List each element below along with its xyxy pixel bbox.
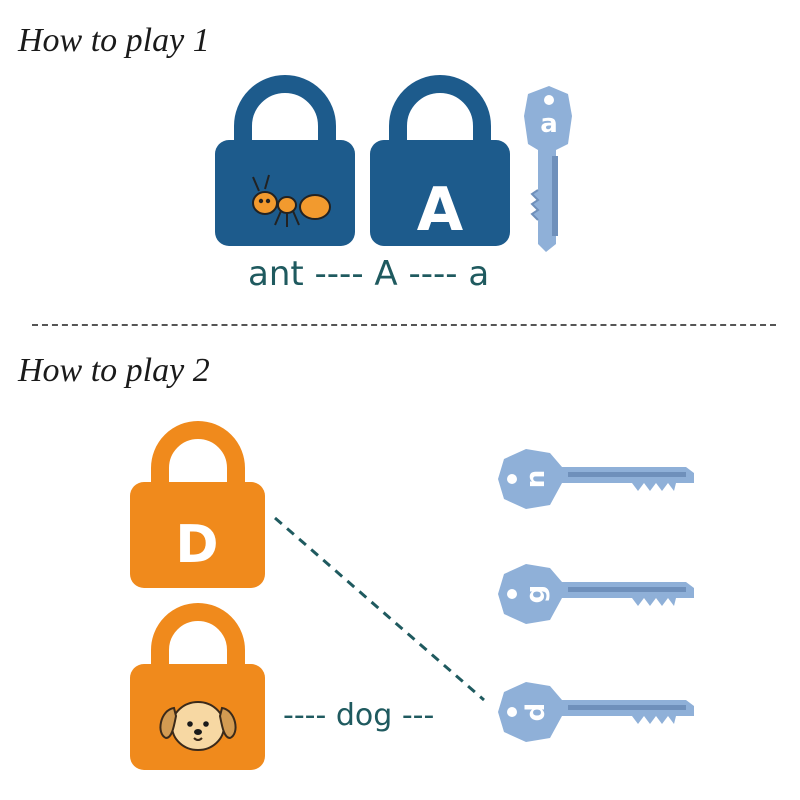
dog-padlock <box>130 603 265 770</box>
key-letter-a: a <box>540 109 558 139</box>
section2-heading: How to play 2 <box>18 352 210 389</box>
key-lowercase-n: n <box>498 449 694 509</box>
ant-padlock <box>215 75 355 246</box>
key-lowercase-d: d <box>498 682 694 742</box>
lock-letter-A: A <box>417 175 464 245</box>
letter-padlock-D: D <box>130 421 265 588</box>
lock-letter-D: D <box>175 515 218 575</box>
key-letter-d: d <box>521 703 551 722</box>
key-letter-n: n <box>521 470 551 489</box>
key-lowercase-g: g <box>498 564 694 624</box>
section2-caption: ---- dog --- <box>283 698 435 733</box>
key-letter-g: g <box>521 585 551 604</box>
section1-caption: ant ---- A ---- a <box>248 254 490 294</box>
key-lowercase-a: a <box>524 86 572 252</box>
section-divider <box>32 324 776 326</box>
section1-heading: How to play 1 <box>18 22 210 59</box>
ant-icon <box>252 174 331 227</box>
letter-padlock-upper: A <box>370 75 510 246</box>
dog-face-icon <box>159 701 237 751</box>
